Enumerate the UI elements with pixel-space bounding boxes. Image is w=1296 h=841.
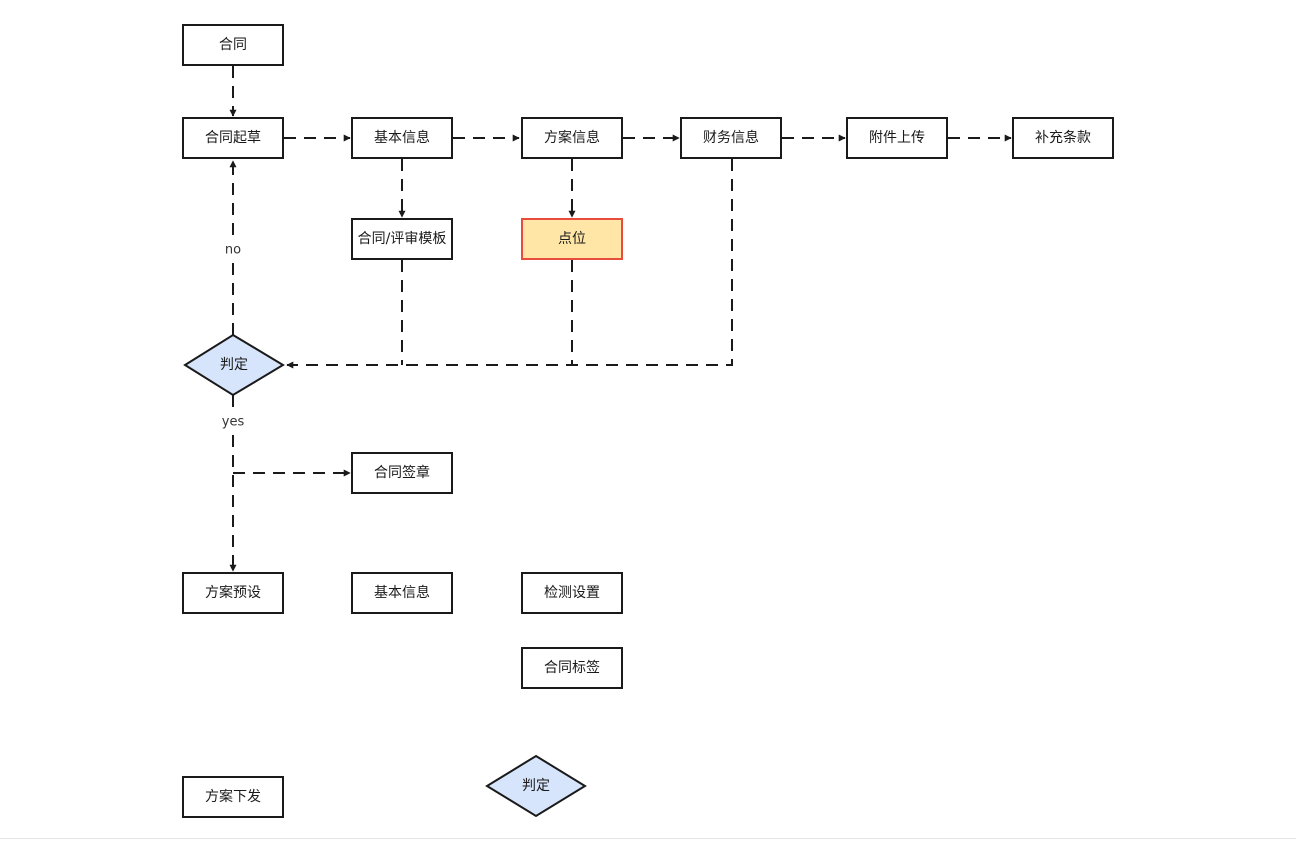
- nodes: 合同 合同起草 基本信息 方案信息 财务信息 附件上传 补充条款: [182, 24, 1114, 818]
- node-decision-label: 判定: [220, 357, 248, 373]
- node-decision-2-label: 判定: [522, 778, 550, 794]
- node-supplementary-terms-label: 补充条款: [1035, 129, 1091, 146]
- node-basic-info-2-label: 基本信息: [374, 584, 430, 601]
- node-template[interactable]: 合同/评审模板: [351, 218, 453, 260]
- edges: no yes: [218, 66, 1012, 572]
- node-point[interactable]: 点位: [521, 218, 623, 260]
- node-plan-dispatch-label: 方案下发: [205, 788, 261, 805]
- node-plan-preset-label: 方案预设: [205, 584, 261, 601]
- node-contract-label: 合同: [219, 37, 247, 53]
- node-contract-tag[interactable]: 合同标签: [521, 647, 623, 689]
- node-decision-2[interactable]: 判定: [485, 754, 587, 818]
- node-attachment-upload-label: 附件上传: [869, 130, 925, 146]
- node-plan-info-label: 方案信息: [544, 129, 600, 146]
- node-plan-info[interactable]: 方案信息: [521, 117, 623, 159]
- node-supplementary-terms[interactable]: 补充条款: [1012, 117, 1114, 159]
- node-basic-info-2[interactable]: 基本信息: [351, 572, 453, 614]
- edge-finance-info-to-decision: [286, 159, 733, 369]
- node-basic-info-label: 基本信息: [374, 129, 430, 146]
- node-decision[interactable]: 判定: [183, 333, 285, 397]
- edge-label-no-text: no: [225, 243, 241, 258]
- node-basic-info[interactable]: 基本信息: [351, 117, 453, 159]
- node-finance-info[interactable]: 财务信息: [680, 117, 782, 159]
- canvas-bottom-border: [0, 838, 1296, 839]
- node-plan-preset[interactable]: 方案预设: [182, 572, 284, 614]
- node-detection-settings-label: 检测设置: [544, 585, 600, 601]
- node-detection-settings[interactable]: 检测设置: [521, 572, 623, 614]
- edge-label-yes-text: yes: [222, 415, 245, 430]
- node-contract-tag-label: 合同标签: [544, 659, 600, 676]
- node-point-label: 点位: [558, 231, 586, 247]
- node-contract-seal[interactable]: 合同签章: [351, 452, 453, 494]
- node-template-label: 合同/评审模板: [358, 231, 447, 247]
- node-contract[interactable]: 合同: [182, 24, 284, 66]
- node-draft[interactable]: 合同起草: [182, 117, 284, 159]
- node-plan-dispatch[interactable]: 方案下发: [182, 776, 284, 818]
- edge-label-yes: yes: [218, 412, 248, 432]
- node-attachment-upload[interactable]: 附件上传: [846, 117, 948, 159]
- node-contract-seal-label: 合同签章: [374, 464, 430, 481]
- edge-label-no: no: [220, 240, 246, 260]
- node-draft-label: 合同起草: [205, 130, 261, 146]
- node-finance-info-label: 财务信息: [703, 129, 759, 146]
